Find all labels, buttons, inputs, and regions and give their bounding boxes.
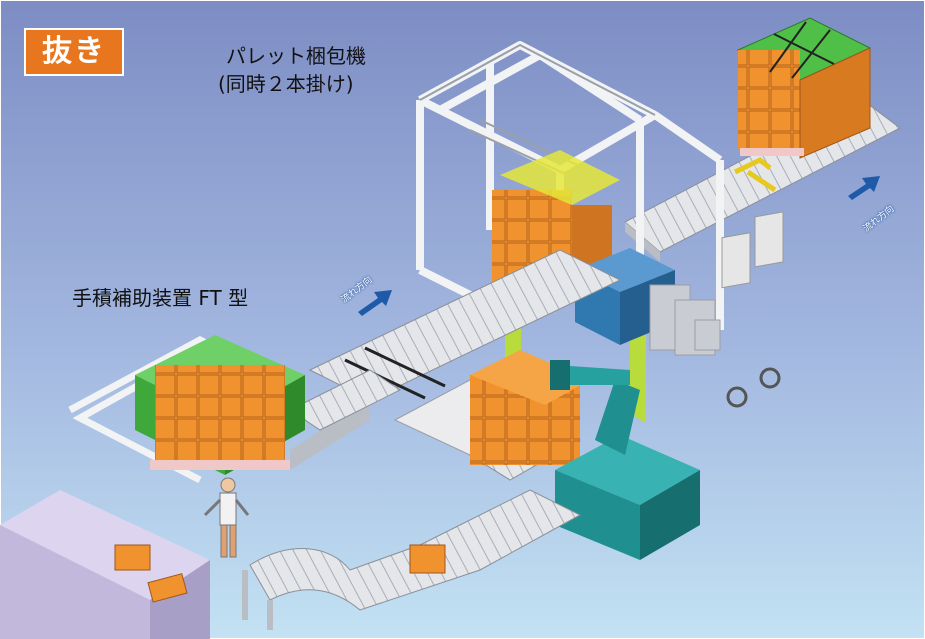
palletizing-robot: [550, 360, 700, 560]
palletizer-label-line2: (同時２本掛け): [218, 72, 354, 96]
box-on-conveyor: [409, 544, 446, 574]
flow-arrow-icon: [358, 290, 392, 316]
conveyor-main-end: [289, 369, 401, 431]
extraction-badge: 抜き: [24, 28, 124, 76]
conveyor-stop-bar: [364, 346, 446, 388]
stacking-aid-label: 手積補助装置 FT 型: [72, 286, 249, 310]
finished-pallet: [736, 17, 872, 159]
conveyor-stop-bar: [344, 358, 426, 400]
manual-stacking-aid: [68, 335, 305, 484]
foot-switch-pair: [721, 211, 784, 408]
infeed-machine: [0, 490, 210, 639]
palletizer-label-line1: パレット梱包機: [226, 44, 366, 68]
steps-block: [649, 284, 721, 356]
conveyor-curved-legs: [242, 570, 273, 630]
worker-figure: [203, 477, 250, 558]
pallet-guide: [733, 157, 777, 193]
conveyor-main-side: [290, 400, 370, 470]
flow-arrow-icon: [848, 176, 880, 200]
